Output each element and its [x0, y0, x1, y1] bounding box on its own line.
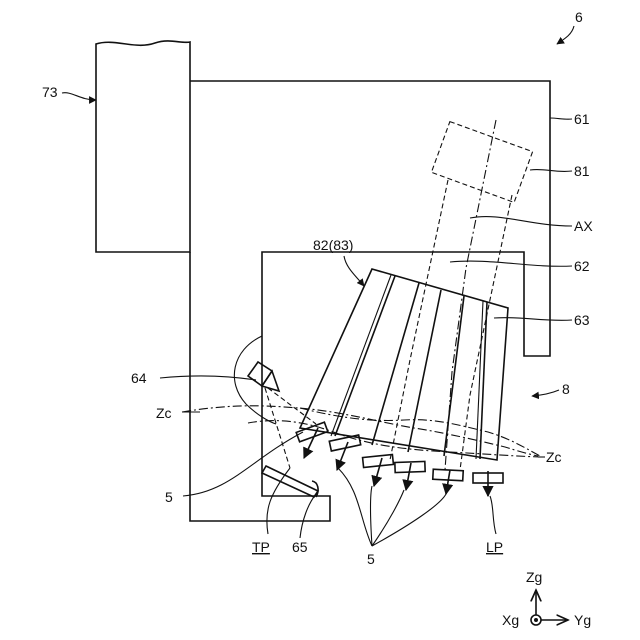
label-65: 65 [292, 539, 308, 555]
leader-8 [532, 390, 559, 396]
axis-label-zg: Zg [526, 569, 542, 585]
target-65 [262, 466, 318, 497]
head-divider-5 [480, 302, 487, 459]
leader-82-83 [344, 256, 364, 286]
leader-5-b [371, 486, 373, 546]
leader-64 [160, 376, 256, 380]
label-ax: AX [574, 218, 593, 234]
heads-5 [296, 422, 503, 496]
leader-lp [490, 496, 496, 534]
leader-65 [300, 494, 316, 538]
leader-ax [470, 217, 572, 226]
leader-5-a [338, 468, 372, 546]
coordinate-axes [531, 590, 568, 625]
leader-6 [557, 26, 574, 44]
ray-1 [390, 180, 448, 460]
label-5-bottom: 5 [367, 551, 375, 567]
head-divider-4 [444, 296, 464, 456]
leader-5-d [372, 494, 446, 546]
label-lp: LP [486, 539, 503, 555]
label-zc-left: Zc [156, 405, 172, 421]
head-6 [473, 471, 503, 496]
axis-label-xg: Xg [502, 612, 519, 628]
leader-61 [550, 118, 572, 119]
leader-5-left [183, 432, 303, 496]
print-head-assembly-8 [300, 269, 508, 460]
label-81: 81 [574, 163, 590, 179]
axis-label-yg: Yg [574, 612, 591, 628]
head-3 [363, 454, 394, 486]
label-zc-right: Zc [546, 449, 562, 465]
label-62: 62 [574, 258, 590, 274]
column-73 [96, 41, 190, 252]
head-divider-1 [335, 276, 395, 436]
label-5-left: 5 [165, 489, 173, 505]
camera-64 [248, 362, 279, 391]
leader-81 [530, 170, 572, 172]
label-tp: TP [252, 539, 270, 555]
xg-axis-dot [534, 618, 538, 622]
head-divider-5b [476, 301, 483, 459]
label-61: 61 [574, 111, 590, 127]
label-8: 8 [562, 381, 570, 397]
zc-curve-left [182, 406, 538, 456]
label-73: 73 [42, 84, 58, 100]
leader-63 [494, 318, 572, 321]
head-4 [395, 461, 425, 490]
optical-axis-ax [445, 120, 496, 470]
leader-62 [450, 261, 572, 266]
label-64: 64 [131, 370, 147, 386]
label-63: 63 [574, 312, 590, 328]
leader-73 [62, 93, 96, 100]
label-6: 6 [575, 9, 583, 25]
head-2 [329, 435, 360, 470]
leader-tp [267, 468, 290, 534]
camera-ray-1 [265, 388, 290, 468]
head-5 [433, 469, 463, 494]
label-82-83: 82(83) [313, 237, 353, 253]
